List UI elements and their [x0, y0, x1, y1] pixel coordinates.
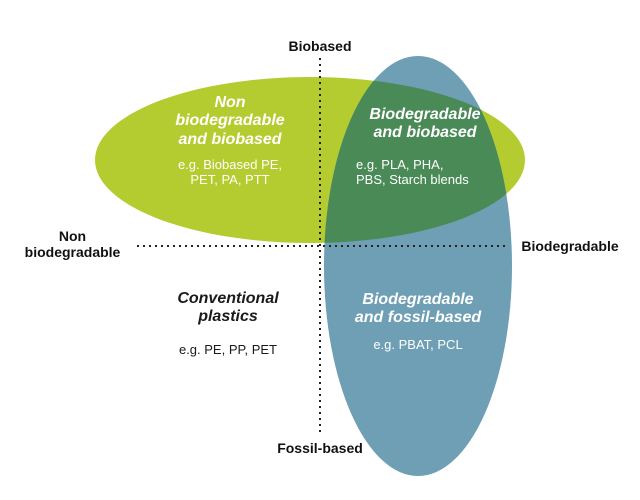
overlap-region — [324, 77, 512, 243]
quadrant-examples-non-biodegradable-biobased: e.g. Biobased PE, PET, PA, PTT — [177, 157, 283, 187]
quadrant-examples-biodegradable-biobased: e.g. PLA, PHA, PBS, Starch blends — [356, 157, 469, 187]
quadrant-title-conventional-plastics: Conventional plastics — [177, 290, 279, 326]
quadrant-examples-conventional-plastics: e.g. PE, PP, PET — [178, 342, 278, 357]
quadrant-title-biodegradable-fossil-based: Biodegradable and fossil-based — [354, 291, 482, 327]
quadrant-title-biodegradable-biobased: Biodegradable and biobased — [369, 106, 481, 142]
axis-label-fossil-based: Fossil-based — [277, 440, 363, 456]
axis-label-biobased: Biobased — [288, 38, 352, 54]
axis-label-non-biodegradable: Non biodegradable — [24, 228, 121, 261]
quadrant-title-non-biodegradable-biobased: Non biodegradable and biobased — [175, 94, 285, 148]
axis-label-biodegradable: Biodegradable — [521, 238, 619, 254]
quadrant-examples-biodegradable-fossil-based: e.g. PBAT, PCL — [373, 337, 463, 352]
